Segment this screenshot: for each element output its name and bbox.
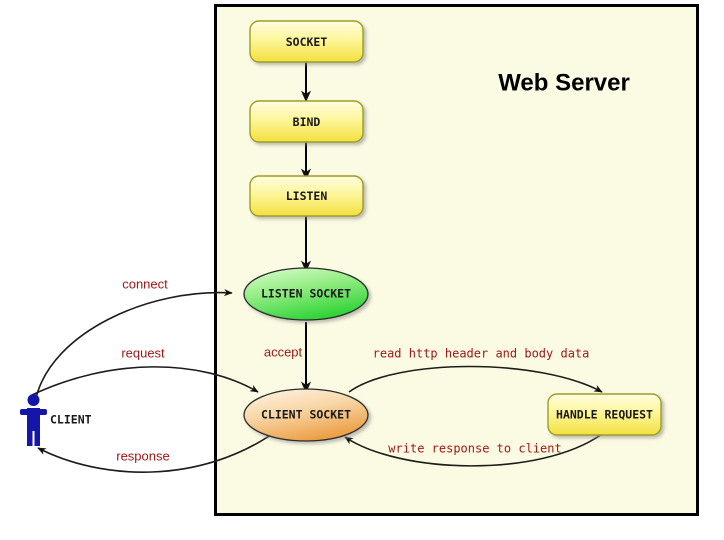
node-bind[interactable]: BIND: [249, 100, 364, 143]
client-actor[interactable]: CLIENT: [20, 394, 92, 446]
edge-connect-curve: [35, 288, 233, 399]
node-listen[interactable]: LISTEN: [249, 175, 364, 217]
actor-arms-icon: [20, 409, 47, 415]
node-handle-request[interactable]: HANDLE REQUEST: [547, 393, 662, 436]
edge-request-curve: [31, 366, 259, 396]
frame-title: Web Server: [498, 69, 630, 96]
edge-label-read: read http header and body data: [373, 347, 590, 361]
node-listen-socket[interactable]: LISTEN SOCKET: [243, 267, 369, 321]
bind-label: BIND: [293, 115, 321, 129]
socket-label: SOCKET: [286, 35, 328, 49]
bind-box[interactable]: [249, 100, 364, 143]
edge-write-curve: [344, 433, 603, 467]
client-socket-ellipse[interactable]: [243, 388, 369, 442]
edge-response-curve: [37, 429, 279, 473]
listen-socket-ellipse[interactable]: [243, 267, 369, 321]
handle-request-box[interactable]: [547, 393, 662, 436]
actor-label: CLIENT: [50, 413, 92, 427]
edge-label-write: write response to client: [388, 442, 561, 456]
edge-label-accept: accept: [264, 344, 303, 359]
socket-box[interactable]: [249, 20, 364, 63]
listen-label: LISTEN: [286, 189, 328, 203]
listen-socket-label: LISTEN SOCKET: [261, 287, 351, 301]
listen-box[interactable]: [249, 175, 364, 217]
edge-label-request: request: [121, 345, 165, 360]
edge-label-connect: connect: [122, 276, 168, 291]
edge-read-curve: [348, 365, 603, 393]
node-client-socket[interactable]: CLIENT SOCKET: [243, 388, 369, 442]
actor-head-icon: [27, 394, 40, 406]
handle-request-label: HANDLE REQUEST: [556, 408, 653, 422]
client-socket-label: CLIENT SOCKET: [261, 408, 351, 422]
node-socket[interactable]: SOCKET: [249, 20, 364, 63]
actor-left-leg-icon: [27, 429, 33, 446]
actor-right-leg-icon: [34, 429, 40, 446]
edge-label-response: response: [116, 448, 169, 463]
